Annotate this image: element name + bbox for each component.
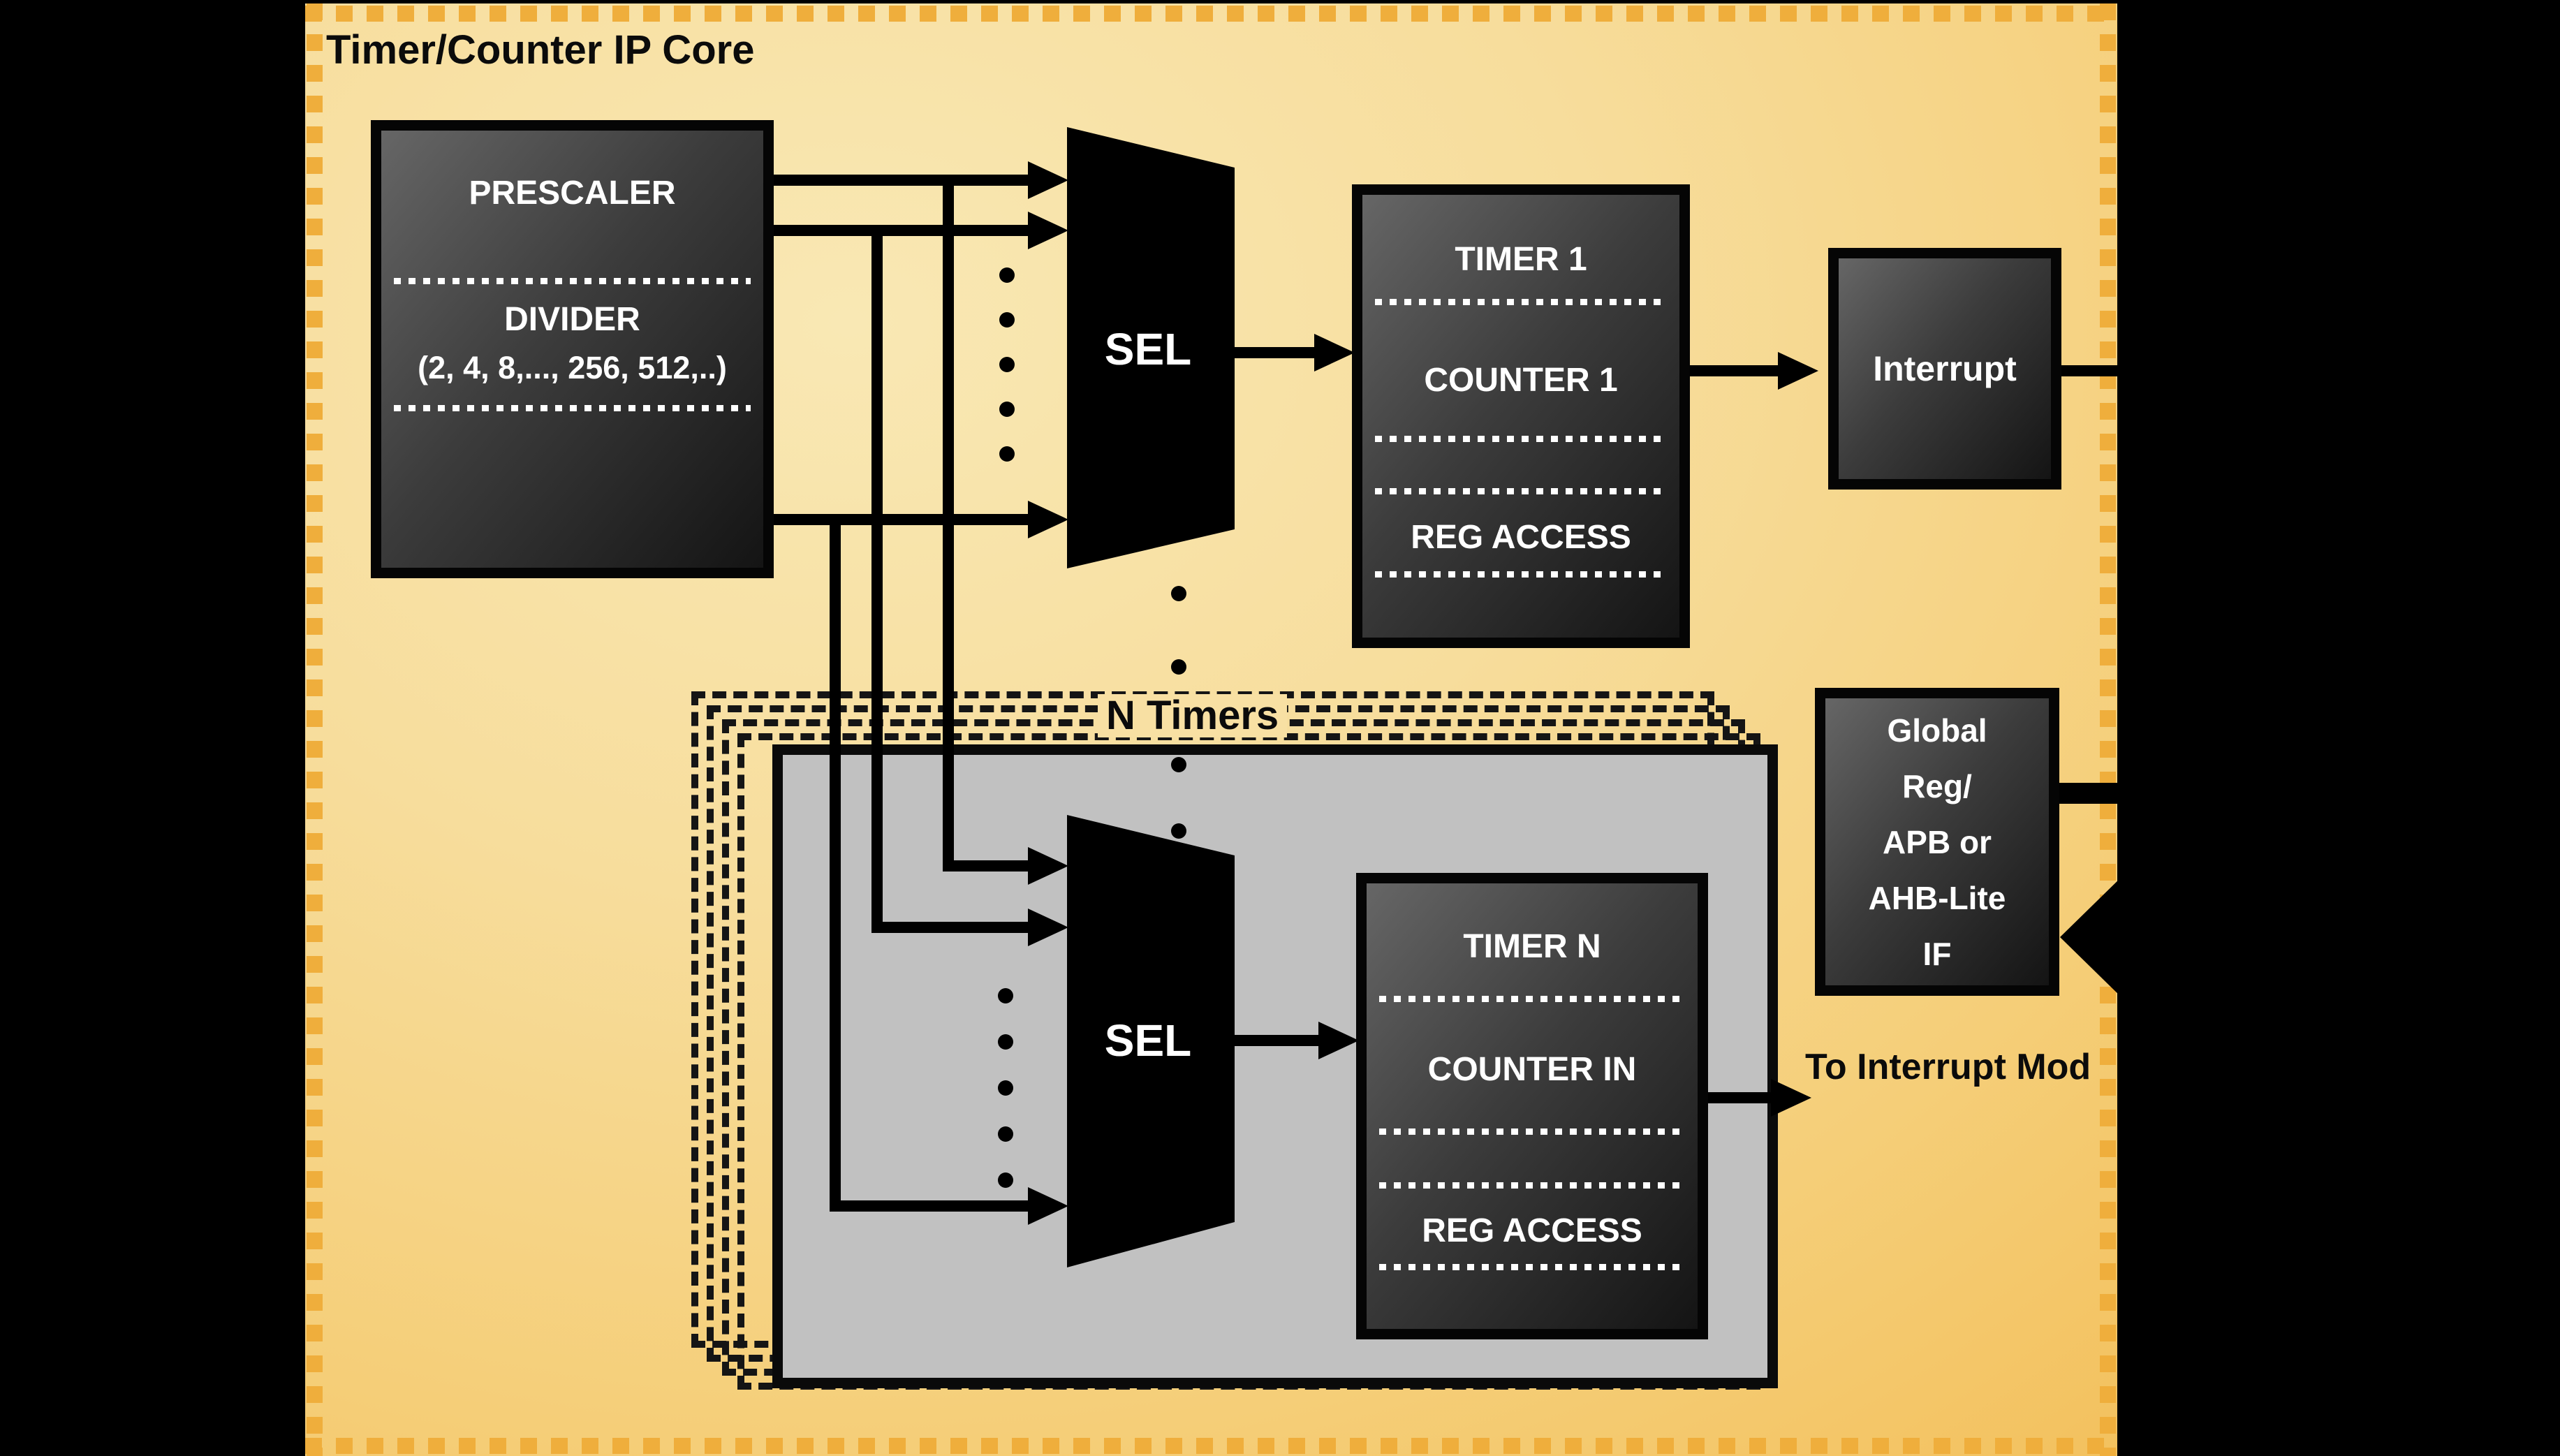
timer1-block: TIMER 1 COUNTER 1 REG ACCESS <box>1352 184 1690 648</box>
ellipsis-dot <box>999 312 1015 328</box>
ellipsis-dot <box>999 402 1015 417</box>
arrowhead-timern-out <box>1771 1079 1811 1117</box>
counter1-label: COUNTER 1 <box>1424 362 1618 399</box>
ellipsis-dot <box>998 988 1013 1003</box>
ellipsis-dot <box>1171 823 1186 839</box>
prescaler-block: PRESCALER DIVIDER (2, 4, 8,..., 256, 512… <box>371 120 774 578</box>
timern-title: TIMER N <box>1463 928 1601 965</box>
global-reg-block: Global Reg/ APB or AHB-Lite IF <box>1815 688 2059 996</box>
ellipsis-dot <box>1171 659 1186 675</box>
ellipsis-dot <box>1171 757 1186 772</box>
dotted-separator <box>1379 1182 1685 1189</box>
arrowhead-sel2-in2 <box>1028 909 1068 946</box>
arrowhead-sel2-in1 <box>1028 847 1068 885</box>
ellipsis-dot <box>999 446 1015 462</box>
ellipsis-dot <box>998 1172 1013 1188</box>
arrowhead-sel1-in3 <box>1028 501 1068 538</box>
divider-values: (2, 4, 8,..., 256, 512,..) <box>418 350 727 385</box>
panel-title: Timer/Counter IP Core <box>326 27 755 73</box>
timer1-title: TIMER 1 <box>1455 241 1587 278</box>
dotted-separator <box>1375 488 1667 494</box>
dotted-separator <box>1379 996 1685 1002</box>
n-timers-label: N Timers <box>1098 694 1288 737</box>
dotted-separator <box>1379 1264 1685 1270</box>
sel1-mux-shape <box>1067 127 1235 568</box>
dotted-separator <box>394 405 751 411</box>
ellipsis-dot <box>1171 586 1186 601</box>
wire-tap2-to-sel2 <box>871 225 1029 933</box>
dotted-separator <box>1375 299 1667 305</box>
sel2-mux-shape <box>1067 815 1235 1267</box>
dotted-separator <box>394 278 751 284</box>
global-reg-line: APB or <box>1883 823 1992 860</box>
reg-access1-label: REG ACCESS <box>1411 519 1631 556</box>
panel-dashed-border-bottom <box>305 1438 2117 1454</box>
reg-accessn-label: REG ACCESS <box>1422 1212 1642 1249</box>
global-reg-line: Reg/ <box>1902 767 1972 804</box>
divider-label: DIVIDER <box>504 301 640 338</box>
wire-tap1-to-sel2 <box>943 175 1029 872</box>
global-reg-line: IF <box>1922 935 1952 972</box>
dotted-separator <box>1379 1128 1685 1135</box>
ellipsis-dot <box>999 357 1015 372</box>
interrupt-label: Interrupt <box>1873 349 2017 388</box>
dotted-separator <box>1375 436 1667 442</box>
arrowhead-sel1-in1 <box>1028 161 1068 199</box>
interrupt-block: Interrupt <box>1828 248 2061 490</box>
ellipsis-dot <box>998 1080 1013 1096</box>
panel-dashed-border-left <box>307 3 323 1456</box>
ellipsis-dot <box>998 1034 1013 1050</box>
countern-label: COUNTER IN <box>1427 1051 1637 1088</box>
global-reg-line: Global <box>1887 712 1987 749</box>
arrowhead-sel2-in3 <box>1028 1187 1068 1225</box>
arrowhead-timer1-in <box>1314 334 1355 372</box>
arrowhead-interrupt-in <box>1778 352 1818 390</box>
arrowhead-sel1-in2 <box>1028 212 1068 249</box>
sel1-label: SEL <box>1105 324 1191 374</box>
wire-tap3-to-sel2 <box>830 514 1029 1212</box>
arrowhead-timern-in <box>1318 1022 1359 1059</box>
panel-dashed-border-top <box>305 6 2117 22</box>
dotted-separator <box>1375 571 1667 578</box>
prescaler-title: PRESCALER <box>469 175 676 212</box>
sel2-label: SEL <box>1105 1015 1191 1066</box>
global-reg-line: AHB-Lite <box>1868 879 2006 916</box>
to-interrupt-annotation: To Interrupt Mod <box>1805 1047 2091 1087</box>
ellipsis-dot <box>999 267 1015 283</box>
left-letterbox <box>0 0 305 1456</box>
right-letterbox <box>2117 0 2560 1456</box>
ellipsis-dot <box>998 1126 1013 1142</box>
arrowhead-globalreg-in <box>2060 874 2124 1000</box>
timern-block: TIMER N COUNTER IN REG ACCESS <box>1356 873 1708 1339</box>
